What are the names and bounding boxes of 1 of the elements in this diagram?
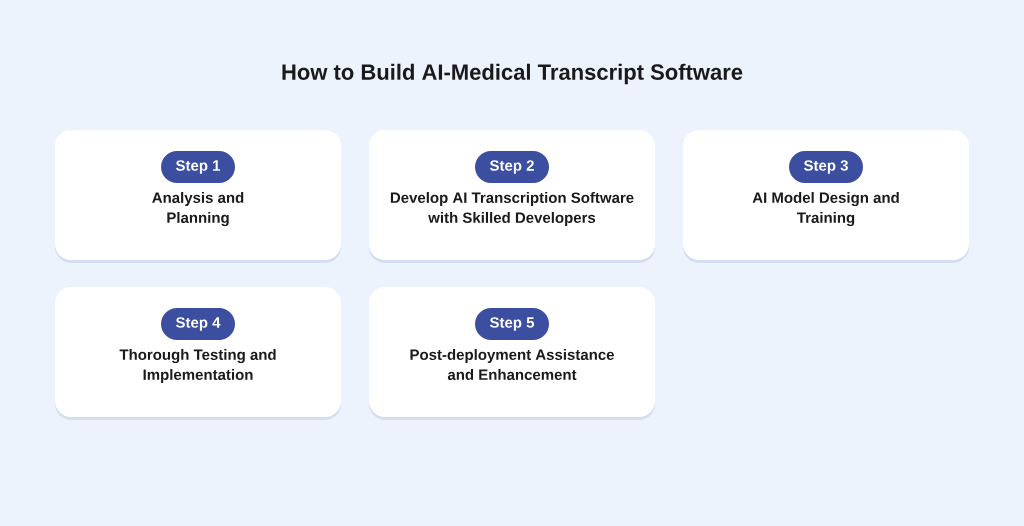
title: How to Build AI-Medical Transcript Software	[282, 63, 743, 85]
